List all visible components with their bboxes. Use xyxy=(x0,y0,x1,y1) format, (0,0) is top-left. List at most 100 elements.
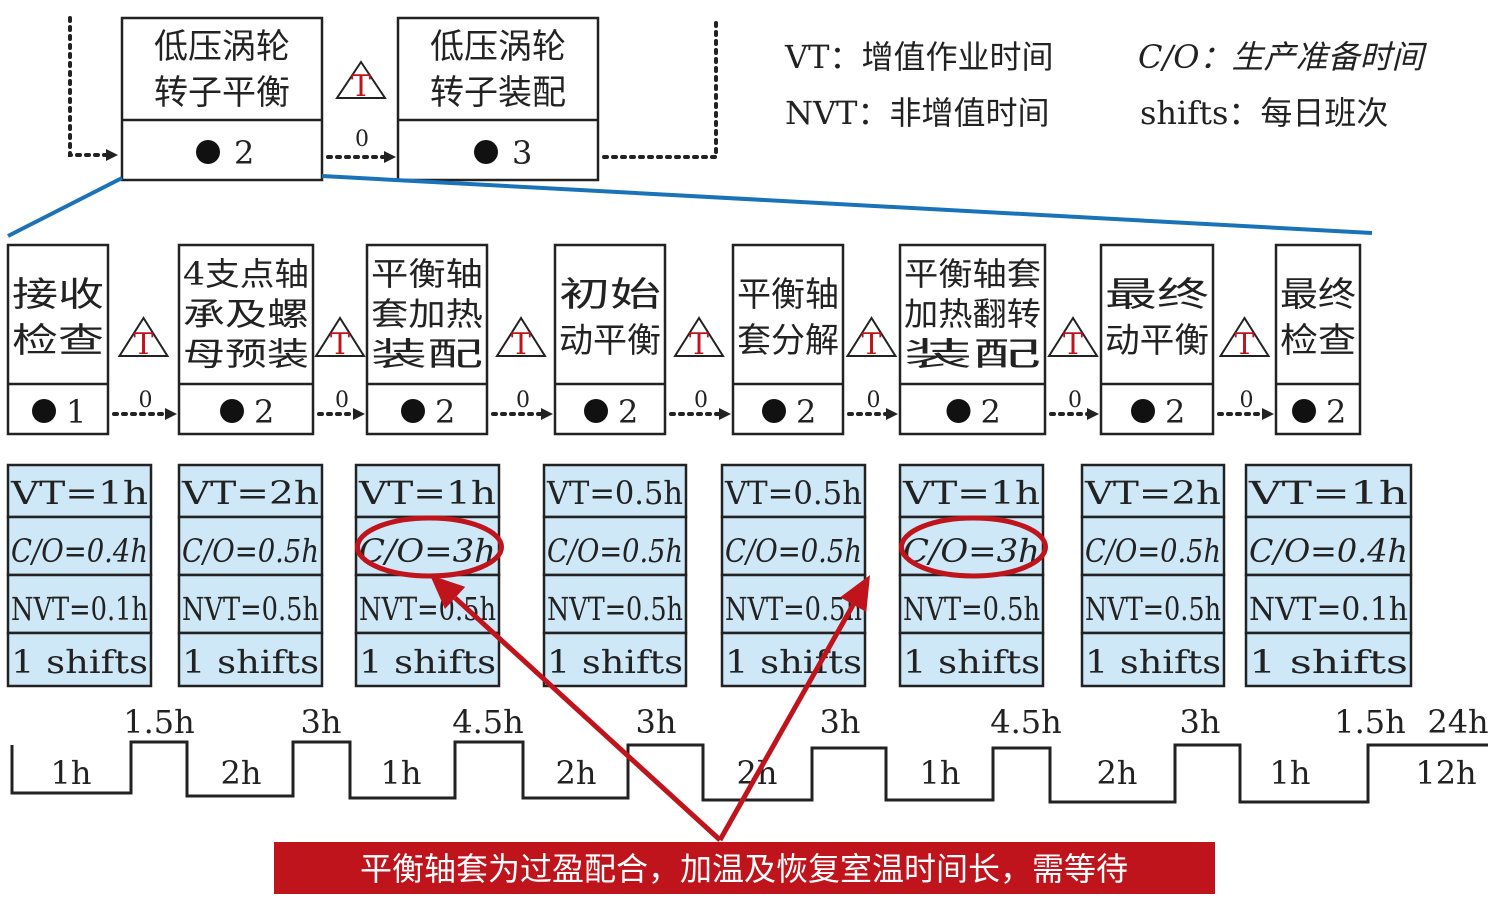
callout: 平衡轴套为过盈配合，加温及恢复室温时间长，需等待 xyxy=(274,842,1215,894)
inventory-triangle xyxy=(495,316,547,357)
data-cell xyxy=(1080,573,1226,635)
legend-vt: VT：增值作业时间 xyxy=(784,38,1053,76)
data-box-0-nvt: NVT=0.1h xyxy=(11,590,148,628)
timeline-wait-time-label: 1.5h xyxy=(123,703,195,741)
legend-nvt: NVT：非增值时间 xyxy=(785,94,1049,132)
data-box-2-nvt: NVT=0.5h xyxy=(359,590,496,628)
data-cell xyxy=(6,515,153,577)
data-box-1-co: C/O=0.5h xyxy=(182,532,319,570)
process-6-label-line: 最终 xyxy=(1105,275,1209,315)
transfer-label: 0 xyxy=(516,388,530,413)
highlight-ellipse xyxy=(355,515,504,579)
process-7-label-line: 最终 xyxy=(1280,275,1356,315)
process-5-label-line: 加热翻转 xyxy=(904,295,1041,333)
inventory-triangle xyxy=(117,316,170,357)
data-cell xyxy=(898,631,1045,688)
top-push-arrowhead xyxy=(384,151,396,163)
process-1-operators: 2 xyxy=(254,393,274,431)
data-cell xyxy=(177,515,324,577)
top-process-chain: 低压涡轮 转子平衡 2 T 0 低压涡轮 转子装配 3 xyxy=(68,16,718,182)
timeline-line xyxy=(10,740,1488,804)
process-5-label-line: 平衡轴套 xyxy=(904,255,1041,293)
inventory-symbol: T xyxy=(689,327,709,362)
timeline-value-time-label: 1h xyxy=(1270,754,1311,792)
data-box-0-vt: VT=1h xyxy=(10,474,148,512)
top-process-0-line1: 低压涡轮 xyxy=(154,27,290,67)
data-box-5-co: C/O=3h xyxy=(903,532,1040,570)
data-cell xyxy=(720,631,867,688)
data-cell xyxy=(1244,515,1413,577)
data-box-7-nvt: NVT=0.1h xyxy=(1249,590,1408,628)
transfer-label: 0 xyxy=(335,388,349,413)
data-cell xyxy=(1080,631,1226,688)
callout-box xyxy=(274,842,1215,894)
timeline-wait-time-label: 3h xyxy=(301,703,342,741)
timeline-wait-time-label: 3h xyxy=(636,703,677,741)
process-5-operators: 2 xyxy=(981,393,1001,431)
top-inventory-triangle: T xyxy=(335,60,387,104)
data-box-0-shifts: 1 shifts xyxy=(11,643,148,681)
data-box-2-vt: VT=1h xyxy=(358,474,496,512)
data-cell xyxy=(542,631,688,688)
data-box-6-shifts: 1 shifts xyxy=(1085,643,1221,681)
operator-icon xyxy=(220,399,244,423)
data-box-4-shifts: 1 shifts xyxy=(725,643,862,681)
process-5-label-line: 装配 xyxy=(904,335,1041,373)
callout-arrow xyxy=(453,596,722,842)
process-0-label-line: 接收 xyxy=(12,275,104,315)
data-cell xyxy=(1244,463,1413,519)
timeline-wait-time-label: 4.5h xyxy=(990,703,1062,741)
push-arrowhead xyxy=(719,408,731,420)
timeline-total-lead-time: 24h xyxy=(1427,703,1488,741)
process-3-label-line: 动平衡 xyxy=(559,321,661,361)
data-cell xyxy=(6,573,153,635)
process-0-operators: 1 xyxy=(66,393,86,431)
inventory-transfer-1: T0 xyxy=(314,316,366,420)
push-arrowhead xyxy=(1087,408,1099,420)
callout-text: 平衡轴套为过盈配合，加温及恢复室温时间长，需等待 xyxy=(360,850,1128,888)
timeline-value-time-label: 2h xyxy=(556,754,597,792)
data-box-4-vt: VT=0.5h xyxy=(724,474,862,512)
data-box-5-shifts: 1 shifts xyxy=(903,643,1040,681)
zoom-line-right xyxy=(321,174,1373,235)
timeline-wait-time-label: 4.5h xyxy=(452,703,524,741)
data-box-3-nvt: NVT=0.5h xyxy=(547,590,683,628)
data-box-6-co: C/O=0.5h xyxy=(1085,532,1221,570)
timeline-value-time-label: 1h xyxy=(51,754,92,792)
callout-arrowhead xyxy=(430,575,466,610)
data-box-1-vt: VT=2h xyxy=(181,474,319,512)
callout-arrowhead xyxy=(840,575,870,612)
process-1-label-line: 承及螺 xyxy=(183,295,309,333)
timeline-value-time-label: 2h xyxy=(1097,754,1138,792)
legend-co: C/O：生产准备时间 xyxy=(1138,38,1428,76)
data-cell xyxy=(177,463,324,519)
inventory-triangle xyxy=(845,316,898,357)
data-box-1-shifts: 1 shifts xyxy=(182,643,319,681)
inventory-transfer-0: T0 xyxy=(112,316,177,420)
operator-icon xyxy=(762,399,786,423)
timeline-value-time-label: 2h xyxy=(221,754,262,792)
data-cell xyxy=(898,463,1045,519)
legend: VT：增值作业时间 C/O：生产准备时间 NVT：非增值时间 shifts：每日… xyxy=(784,38,1428,132)
process-1-label-line: 4支点轴 xyxy=(183,255,309,293)
process-3-operators: 2 xyxy=(618,393,638,431)
operator-icon xyxy=(401,399,425,423)
inventory-transfer-5: T0 xyxy=(1047,316,1099,420)
process-4-label-line: 平衡轴 xyxy=(737,275,839,315)
inventory-transfer-2: T0 xyxy=(491,316,553,420)
push-arrowhead xyxy=(541,408,553,420)
inventory-symbol: T xyxy=(133,327,153,362)
data-cell xyxy=(177,573,324,635)
inventory-transfer-4: T0 xyxy=(845,316,898,420)
top-process-0-line2: 转子平衡 xyxy=(154,73,290,113)
process-2-label-line: 套加热 xyxy=(371,295,483,333)
